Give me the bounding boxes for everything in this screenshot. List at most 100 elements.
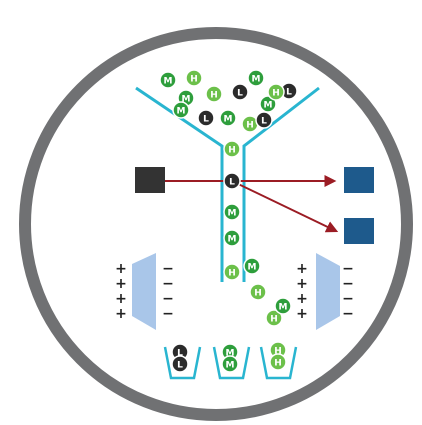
charge-sign-left-plus-1: + — [115, 276, 127, 292]
droplet-funnel-6: M — [247, 69, 265, 87]
droplet-circle — [221, 355, 239, 373]
forward-detector-icon — [344, 167, 374, 193]
droplet-stream-1: L — [223, 172, 241, 190]
droplet-label: H — [254, 289, 262, 299]
droplet-circle — [255, 111, 273, 129]
droplet-label: L — [177, 361, 183, 371]
droplet-funnel-1: H — [185, 69, 203, 87]
droplet-circle — [197, 109, 215, 127]
droplet-stream-0: H — [223, 140, 241, 158]
droplet-funnel-8: M — [219, 109, 237, 127]
droplet-label: M — [164, 77, 173, 87]
droplet-label: H — [274, 359, 282, 369]
charge-sign-right-minus-0: − — [342, 261, 354, 277]
charge-sign-right-plus-1: + — [296, 276, 308, 292]
charge-sign-right-minus-3: − — [342, 306, 354, 322]
droplet-label: L — [286, 88, 292, 98]
droplet-cups-3: M — [221, 355, 239, 373]
droplet-circle — [205, 85, 223, 103]
charge-signs: ++++−−−−++++−−−− — [115, 261, 354, 322]
droplet-label: H — [210, 91, 218, 101]
droplet-circle — [231, 83, 249, 101]
droplet-circle — [243, 257, 261, 275]
droplet-stream-8: M — [274, 297, 292, 315]
droplet-label: M — [228, 235, 237, 245]
droplet-funnel-0: M — [159, 71, 177, 89]
droplet-circle — [223, 172, 241, 190]
droplet-label: H — [228, 146, 236, 156]
funnel — [135, 86, 320, 282]
droplet-label: M — [228, 209, 237, 219]
charge-sign-right-minus-2: − — [342, 291, 354, 307]
droplet-circle — [247, 69, 265, 87]
charge-sign-left-minus-3: − — [162, 306, 174, 322]
droplet-label: H — [272, 89, 280, 99]
droplet-stream-3: M — [223, 229, 241, 247]
droplet-label: M — [177, 107, 186, 117]
droplet-funnel-10: M — [259, 95, 277, 113]
droplet-circle — [172, 101, 190, 119]
droplet-circle — [265, 309, 283, 327]
droplet-label: M — [248, 263, 257, 273]
droplet-label: M — [226, 361, 235, 371]
droplet-label: L — [237, 89, 243, 99]
droplet-funnel-13: L — [255, 111, 273, 129]
droplet-circle — [171, 355, 189, 373]
right-deflection-plate — [316, 253, 340, 330]
droplet-stream-2: M — [223, 203, 241, 221]
droplet-label: M — [252, 75, 261, 85]
outer-ring — [19, 27, 413, 421]
charge-sign-right-plus-0: + — [296, 261, 308, 277]
charge-sign-left-minus-1: − — [162, 276, 174, 292]
charge-sign-left-minus-0: − — [162, 261, 174, 277]
droplet-label: H — [274, 347, 282, 357]
charge-sign-left-minus-2: − — [162, 291, 174, 307]
droplet-circle — [267, 83, 285, 101]
droplet-funnel-9: H — [241, 115, 259, 133]
droplet-funnel-2: H — [205, 85, 223, 103]
droplet-label: M — [224, 115, 233, 125]
droplet-stream-6: H — [249, 283, 267, 301]
droplet-label: H — [246, 121, 254, 131]
droplet-circle — [249, 283, 267, 301]
droplet-label: L — [203, 115, 209, 125]
droplet-label: M — [279, 303, 288, 313]
droplet-circle — [223, 263, 241, 281]
charge-sign-right-plus-2: + — [296, 291, 308, 307]
droplet-circle — [223, 229, 241, 247]
droplet-funnel-7: L — [197, 109, 215, 127]
droplet-cups-5: H — [269, 353, 287, 371]
droplet-label: M — [182, 95, 191, 105]
droplet-circle — [219, 109, 237, 127]
charge-sign-left-plus-3: + — [115, 306, 127, 322]
droplet-label: M — [226, 349, 235, 359]
droplet-label: M — [264, 101, 273, 111]
droplet-cups-4: H — [269, 341, 287, 359]
droplet-cups-2: M — [221, 343, 239, 361]
charge-sign-left-plus-2: + — [115, 291, 127, 307]
scatter-arrow — [231, 180, 339, 233]
droplet-circle — [223, 203, 241, 221]
droplet-label: L — [229, 178, 235, 188]
funnel-left-wall — [135, 86, 224, 282]
droplet-circle — [185, 69, 203, 87]
droplet-circle — [259, 95, 277, 113]
droplet-label: H — [190, 75, 198, 85]
droplet-circle — [269, 353, 287, 371]
droplet-funnel-4: L — [231, 83, 249, 101]
laser-beam — [165, 175, 339, 233]
side-detector-icon — [344, 218, 374, 244]
droplet-label: L — [261, 117, 267, 127]
droplet-circle — [159, 71, 177, 89]
charge-sign-right-minus-1: − — [342, 276, 354, 292]
droplet-cups-1: L — [171, 355, 189, 373]
droplet-circle — [223, 140, 241, 158]
droplet-stream-4: H — [223, 263, 241, 281]
charge-sign-left-plus-0: + — [115, 261, 127, 277]
droplet-circle — [274, 297, 292, 315]
droplet-funnel-11: H — [267, 83, 285, 101]
laser-source-icon — [135, 167, 165, 193]
